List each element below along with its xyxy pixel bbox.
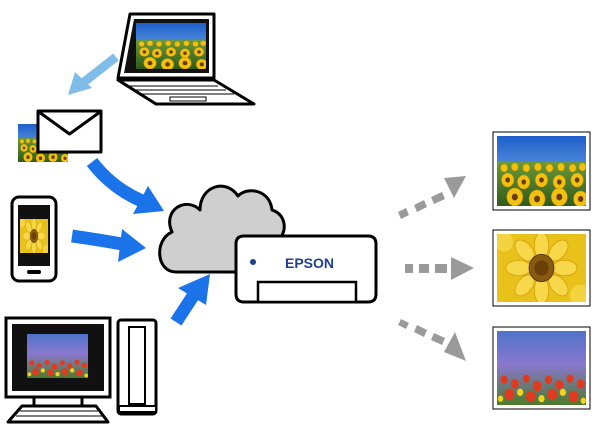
smartphone-icon [10,195,58,283]
printed-photo-flower-field [492,326,591,410]
arrow-laptop-to-email [68,53,119,95]
arrow-email-to-cloud [86,157,164,214]
desktop-computer-icon [4,316,158,424]
arrow-desktop-to-cloud [170,274,210,326]
printer-icon: EPSON [234,234,378,304]
printer-brand-label: EPSON [285,255,334,271]
arrow-to-field-print [398,319,466,361]
printed-photo-closeup [492,229,591,307]
laptop-icon [116,12,256,106]
arrow-to-landscape-print [398,176,466,219]
arrow-phone-to-cloud [71,229,146,262]
email-icon [18,109,103,162]
printed-photo-landscape [492,131,591,211]
arrow-to-closeup-print [405,257,474,280]
